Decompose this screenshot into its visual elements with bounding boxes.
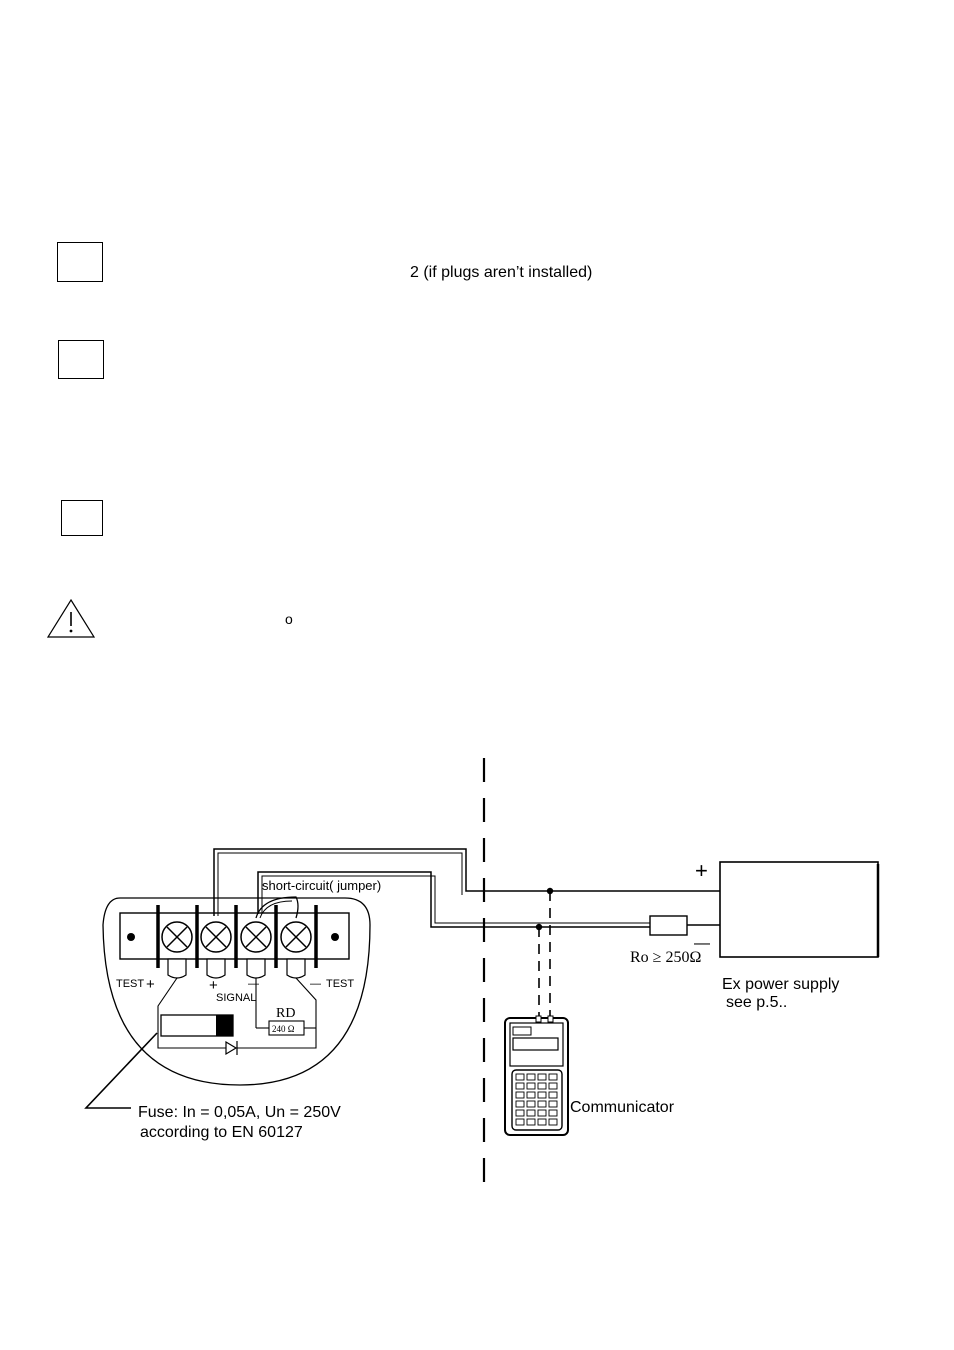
fuse-label-line2: according to EN 60127 bbox=[140, 1124, 303, 1141]
terminal-tab-4 bbox=[286, 958, 306, 979]
housing-outline bbox=[102, 897, 371, 1086]
resistor-value-label: 240 Ω bbox=[272, 1024, 295, 1034]
communicator-label: Communicator bbox=[570, 1099, 675, 1116]
note-marker-box-2 bbox=[58, 340, 104, 379]
screw-terminal-4 bbox=[280, 921, 312, 953]
rd-label: RD bbox=[276, 1006, 295, 1021]
test-minus-sign: — bbox=[310, 978, 321, 990]
mount-hole-left bbox=[127, 933, 135, 941]
note-marker-box-1 bbox=[57, 242, 103, 282]
screw-terminal-1 bbox=[161, 921, 193, 953]
note-marker-box-3 bbox=[61, 500, 103, 536]
wire-negative bbox=[257, 871, 650, 928]
fuse-label-line1: Fuse: In = 0,05A, Un = 250V bbox=[138, 1104, 341, 1121]
signal-label: SIGNAL bbox=[216, 992, 256, 1004]
supply-label-line2: see p.5.. bbox=[726, 994, 787, 1011]
rd-resistor bbox=[268, 1020, 305, 1036]
power-supply-box bbox=[719, 861, 879, 958]
supply-plus-sign: + bbox=[695, 858, 708, 883]
fuse-leader-line bbox=[84, 1032, 158, 1109]
terminal-tab-2 bbox=[206, 958, 226, 979]
ro-label: Ro ≥ 250Ω bbox=[630, 949, 701, 966]
screw-terminal-3 bbox=[240, 921, 272, 953]
supply-minus-sign: — bbox=[694, 935, 710, 952]
signal-plus-sign: + bbox=[209, 977, 218, 994]
jumper-label: short-circuit( jumper) bbox=[262, 878, 381, 893]
screw-terminal-2 bbox=[200, 921, 232, 953]
communicator-device bbox=[504, 1015, 569, 1136]
note-plugs-text: 2 (if plugs aren’t installed) bbox=[410, 264, 593, 281]
test-plus-label: TEST bbox=[116, 978, 144, 990]
degree-mark: o bbox=[285, 611, 293, 627]
terminal-tab-3 bbox=[246, 958, 266, 979]
warning-icon bbox=[46, 598, 96, 638]
ro-resistor bbox=[649, 915, 688, 936]
terminal-tab-1 bbox=[167, 958, 187, 979]
test-plus-sign: + bbox=[146, 976, 155, 993]
supply-label-line1: Ex power supply bbox=[722, 976, 839, 993]
mount-hole-right bbox=[331, 933, 339, 941]
diode-symbol bbox=[225, 1040, 238, 1056]
signal-minus-sign: — bbox=[248, 978, 259, 990]
test-minus-label: TEST bbox=[326, 978, 354, 990]
